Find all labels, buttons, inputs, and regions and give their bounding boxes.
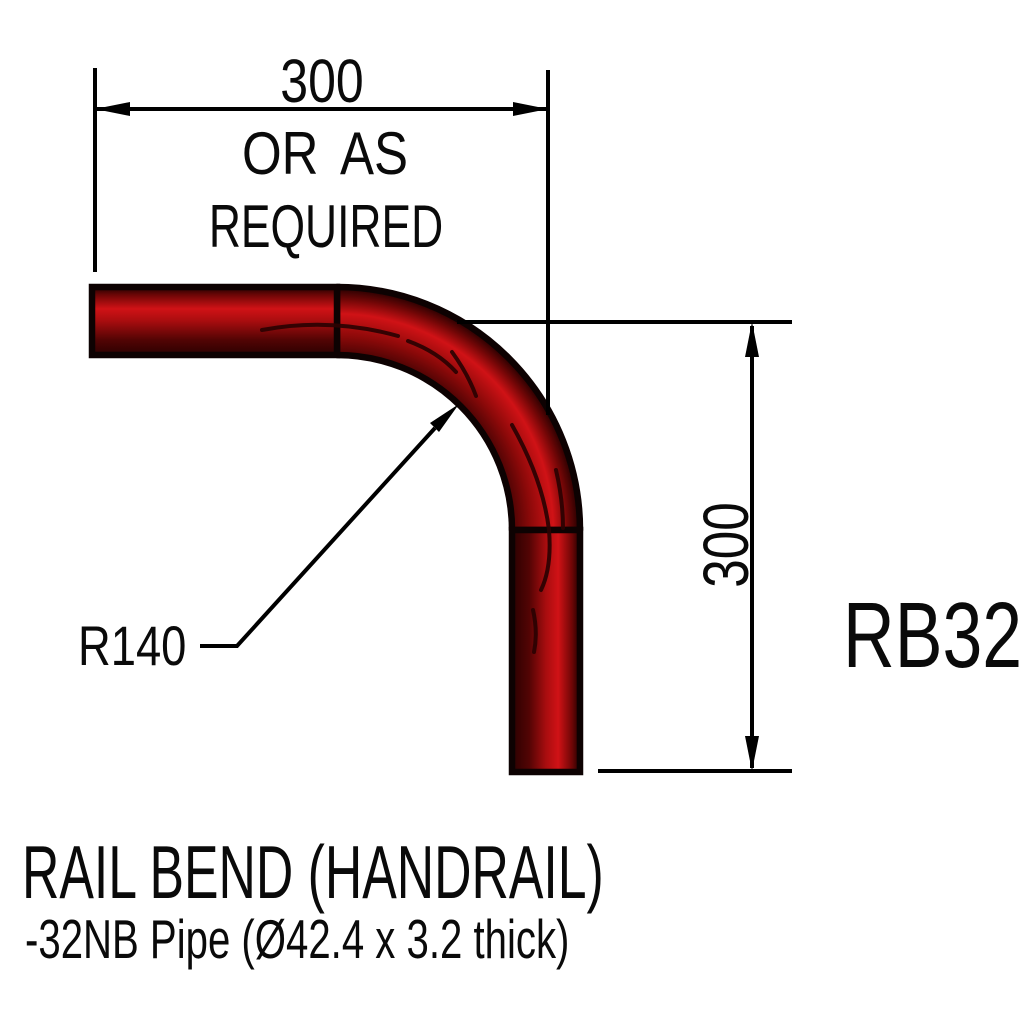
side-dimension-label: 300: [692, 502, 763, 587]
pipe-vertical-segment: [508, 526, 584, 776]
radius-leader: [200, 404, 459, 648]
side-dimension: [457, 320, 792, 773]
pipe-bend-segment: [333, 283, 584, 534]
drawing-subtitle: -32NB Pipe (Ø42.4 x 3.2 thick): [25, 909, 569, 971]
arrowhead-up: [745, 322, 759, 357]
part-code-label: RB32: [843, 583, 1022, 687]
leader-arrowhead: [430, 404, 459, 432]
drawing-title: RAIL BEND (HANDRAIL): [22, 830, 604, 914]
top-dimension: [93, 68, 550, 415]
arrowhead-left: [95, 102, 130, 116]
leader-line: [200, 426, 437, 648]
top-note-line2: REQUIRED: [209, 194, 443, 261]
pipe-horizontal-segment: [88, 283, 341, 359]
pipe-shading-lines: [260, 322, 565, 654]
arrowhead-right: [513, 102, 548, 116]
top-note-line1: OR AS: [242, 120, 408, 187]
top-dimension-label: 300: [280, 47, 363, 115]
radius-label: R140: [78, 614, 186, 677]
arrowhead-down: [745, 736, 759, 771]
